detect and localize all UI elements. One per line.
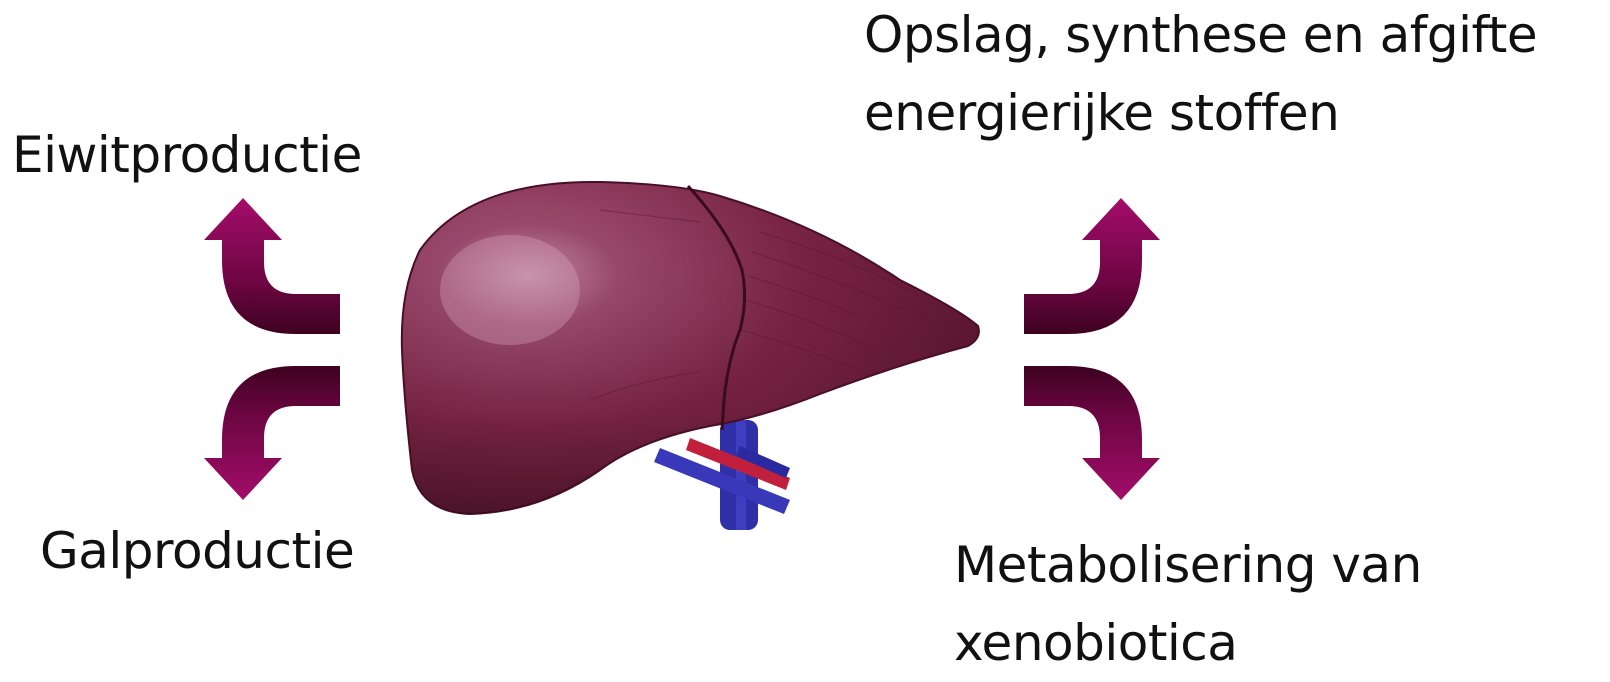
label-line-1: Metabolisering van	[954, 526, 1422, 604]
label-metabolisering-xenobiotica: Metabolisering van xenobiotica	[954, 526, 1422, 682]
label-line-2: energierijke stoffen	[864, 74, 1537, 152]
curved-arrow-down-left-icon	[204, 366, 340, 500]
label-opslag-synthese-afgifte: Opslag, synthese en afgifte energierijke…	[864, 0, 1537, 152]
label-text: Eiwitproductie	[12, 116, 362, 194]
curved-arrow-up-left-icon	[204, 198, 340, 334]
label-line-1: Opslag, synthese en afgifte	[864, 0, 1537, 74]
label-text: Galproductie	[40, 512, 354, 590]
label-eiwitproductie: Eiwitproductie	[12, 116, 362, 194]
liver-icon	[402, 182, 979, 530]
label-line-2: xenobiotica	[954, 604, 1422, 682]
label-galproductie: Galproductie	[40, 512, 354, 590]
blood-vessels	[654, 420, 790, 530]
curved-arrow-down-right-icon	[1024, 366, 1160, 500]
curved-arrow-up-right-icon	[1024, 198, 1160, 334]
